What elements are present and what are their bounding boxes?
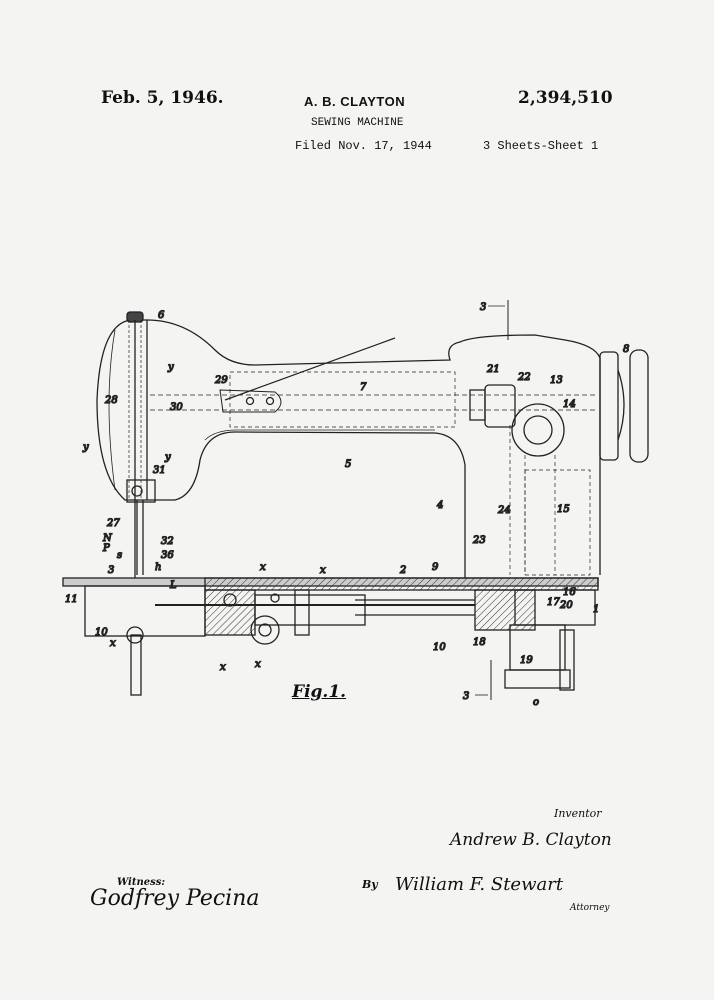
witness-label: Witness: — [117, 877, 166, 888]
svg-text:32: 32 — [161, 536, 174, 547]
svg-text:y: y — [167, 362, 174, 373]
svg-text:31: 31 — [153, 465, 166, 476]
svg-text:3: 3 — [108, 565, 114, 576]
svg-text:x: x — [255, 659, 261, 670]
svg-text:y: y — [82, 442, 89, 453]
svg-text:24: 24 — [497, 505, 511, 516]
svg-text:x: x — [220, 662, 226, 673]
svg-text:x: x — [110, 638, 116, 649]
svg-text:27: 27 — [106, 518, 120, 529]
svg-text:P: P — [102, 543, 110, 554]
svg-text:36: 36 — [161, 550, 174, 561]
attorney-label: Attorney — [570, 903, 610, 913]
svg-text:15: 15 — [557, 504, 570, 515]
svg-text:4: 4 — [436, 500, 443, 511]
svg-text:9: 9 — [432, 562, 439, 573]
inventor-signature: Andrew B. Clayton — [450, 830, 612, 850]
svg-text:N: N — [102, 533, 113, 544]
svg-text:3: 3 — [480, 302, 486, 313]
svg-text:19: 19 — [520, 655, 533, 666]
svg-text:1: 1 — [593, 604, 599, 615]
filed-date: Filed Nov. 17, 1944 — [295, 139, 432, 153]
inventor-label: Inventor — [554, 807, 602, 820]
svg-text:3: 3 — [463, 691, 469, 702]
svg-text:2: 2 — [399, 565, 406, 576]
patent-title: SEWING MACHINE — [311, 117, 404, 129]
sheet-count: 3 Sheets-Sheet 1 — [483, 139, 599, 153]
svg-text:L: L — [169, 580, 177, 591]
svg-text:7: 7 — [360, 382, 367, 393]
attorney-signature: William F. Stewart — [395, 874, 564, 895]
sewing-machine-drawing: 3 — [62, 300, 649, 709]
svg-text:28: 28 — [104, 395, 118, 406]
svg-text:13: 13 — [550, 375, 563, 386]
witness-signature: Godfrey Pecina — [90, 886, 260, 911]
svg-text:o: o — [533, 697, 539, 708]
svg-text:10: 10 — [95, 627, 108, 638]
svg-text:10: 10 — [433, 642, 446, 653]
svg-text:y: y — [164, 452, 171, 463]
patent-number: 2,394,510 — [518, 88, 613, 108]
svg-text:21: 21 — [486, 364, 500, 375]
svg-text:x: x — [260, 562, 266, 573]
svg-text:16: 16 — [563, 587, 576, 598]
svg-text:30: 30 — [170, 402, 183, 413]
svg-text:11: 11 — [65, 594, 78, 605]
svg-text:8: 8 — [623, 344, 629, 355]
svg-text:5: 5 — [345, 459, 351, 470]
svg-text:6: 6 — [158, 310, 165, 321]
svg-text:23: 23 — [472, 535, 486, 546]
svg-text:x: x — [320, 565, 326, 576]
svg-text:29: 29 — [214, 375, 228, 386]
svg-text:14: 14 — [563, 399, 576, 410]
figure-label: Fig.1. — [292, 682, 347, 702]
svg-text:18: 18 — [473, 637, 486, 648]
inventor-name-header: A. B. CLAYTON — [304, 94, 406, 109]
svg-text:20: 20 — [559, 600, 573, 611]
svg-text:22: 22 — [517, 372, 531, 383]
svg-text:s: s — [117, 550, 122, 561]
svg-text:17: 17 — [547, 597, 560, 608]
patent-date: Feb. 5, 1946. — [101, 88, 224, 108]
by-label: By — [362, 878, 378, 891]
svg-text:h: h — [155, 562, 161, 573]
